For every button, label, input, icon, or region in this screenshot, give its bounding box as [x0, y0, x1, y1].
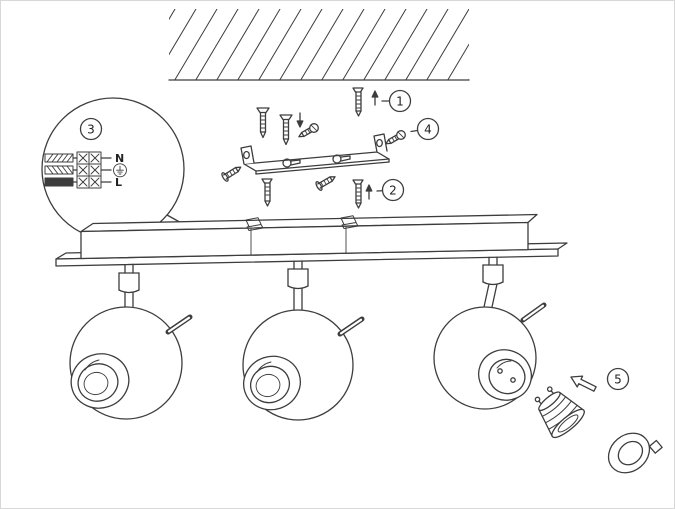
spotlight-3	[433, 256, 547, 410]
keyhole-slot	[282, 158, 301, 168]
callout-3-number: 3	[87, 123, 95, 137]
live-label: L	[115, 176, 122, 189]
bracket-screw-left	[256, 107, 270, 139]
callout-1-number: 1	[396, 95, 404, 109]
mounting-bracket	[240, 133, 390, 175]
callout-5-number: 5	[614, 373, 622, 387]
wiring-detail-balloon: 3 N	[41, 97, 200, 241]
ceiling-hatch	[168, 9, 470, 81]
long-screw-top	[352, 87, 364, 117]
spotlight-stem	[118, 263, 140, 310]
wire-live: L	[44, 176, 122, 189]
adjust-handle	[337, 316, 365, 337]
pan-head-screw-right	[385, 130, 406, 145]
angled-screw-left	[221, 166, 242, 182]
terminal-block	[76, 151, 102, 189]
callout-1: 1	[388, 89, 412, 113]
socket-hole	[497, 368, 503, 374]
gu10-bulb	[534, 386, 585, 439]
lens-opening	[243, 355, 301, 411]
arrow-up-step1	[371, 90, 379, 106]
wire-earth	[44, 163, 127, 178]
spotlight-1	[69, 263, 193, 420]
lens-socket	[478, 349, 532, 401]
spotlight-2	[242, 260, 365, 421]
fixture-bar	[80, 213, 538, 260]
adjust-handle	[520, 302, 547, 323]
earth-symbol-icon	[113, 163, 127, 178]
angled-screw-right	[315, 176, 336, 191]
callout-3: 3	[79, 117, 103, 141]
fixing-screw-lower-left	[261, 178, 273, 207]
arrow-down	[296, 112, 304, 128]
adjust-handle	[165, 314, 193, 335]
insert-arrow	[570, 375, 597, 392]
neutral-label: N	[115, 152, 124, 165]
callout-5: 5	[606, 367, 630, 391]
spotlight-stem	[482, 256, 504, 308]
long-screw-bottom	[352, 179, 364, 209]
wire-neutral: N	[44, 152, 124, 165]
bar-clip-right	[340, 215, 359, 229]
spotlight-stem	[287, 260, 309, 311]
pan-head-screw-left	[298, 123, 319, 138]
socket-hole	[510, 377, 516, 383]
lens-opening	[70, 353, 130, 409]
keyhole-slot	[332, 154, 351, 164]
callout-2: 2	[381, 178, 405, 202]
bracket-screw-right	[279, 114, 293, 146]
bar-clip-left	[245, 217, 264, 231]
callout-2-number: 2	[389, 184, 397, 198]
callout-4-number: 4	[424, 123, 432, 137]
callout-4: 4	[416, 117, 440, 141]
callout-tick	[410, 129, 419, 133]
arrow-up-step2	[365, 184, 373, 200]
bulb-reflector-face	[607, 432, 663, 474]
